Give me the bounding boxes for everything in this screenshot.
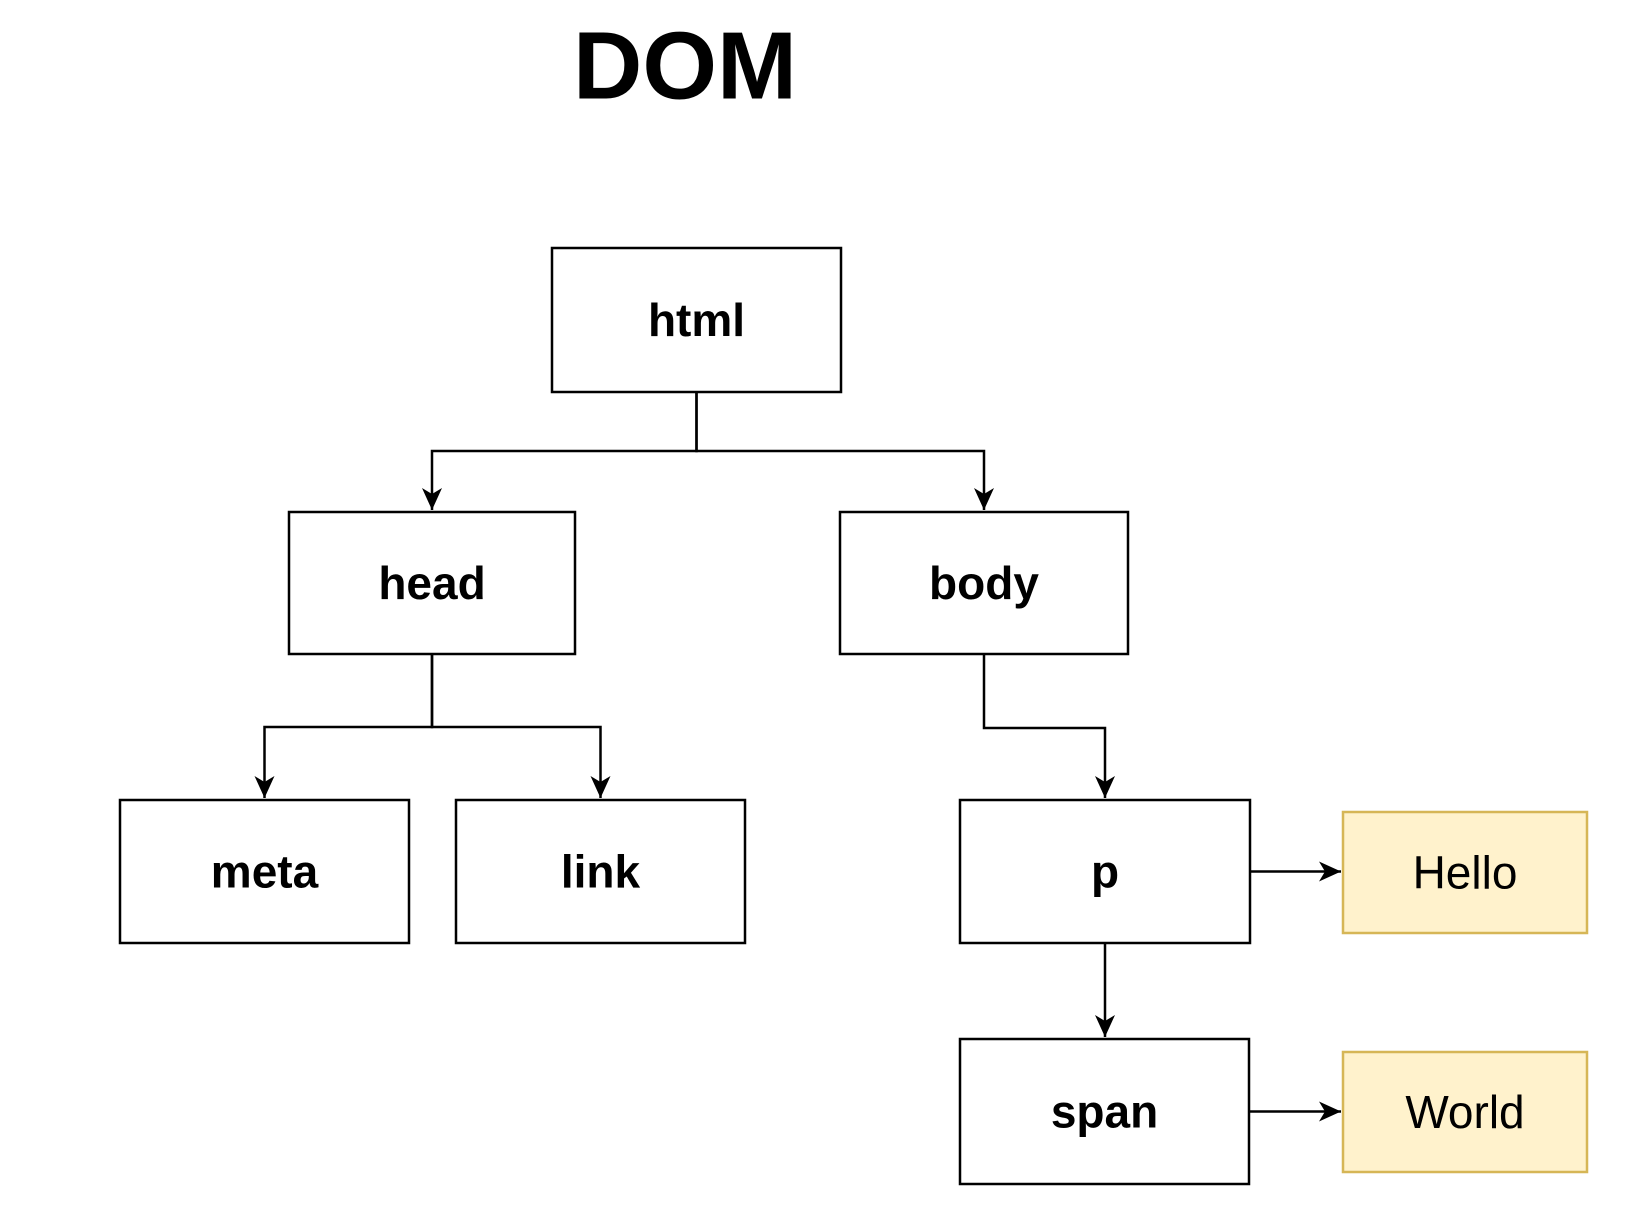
node-body: body <box>838 510 1130 656</box>
node-span-label: span <box>1051 1086 1158 1138</box>
text-node-hello-box <box>1341 810 1589 935</box>
node-link-label: link <box>561 846 641 898</box>
edge-html-head <box>422 392 698 510</box>
node-head-box <box>287 510 577 656</box>
node-body-label: body <box>929 557 1039 609</box>
node-p-box <box>958 798 1252 945</box>
node-html-label: html <box>648 294 745 346</box>
text-node-world-label: World <box>1405 1086 1524 1138</box>
diagram-title: DOM <box>573 13 797 120</box>
node-link: link <box>454 798 747 945</box>
node-body-box <box>838 510 1130 656</box>
node-p-label: p <box>1091 846 1119 898</box>
node-head: head <box>287 510 577 656</box>
node-meta-box <box>118 798 411 945</box>
edge-head-link <box>430 654 611 798</box>
node-meta-label: meta <box>211 846 319 898</box>
node-head-label: head <box>378 557 485 609</box>
node-p: p <box>958 798 1252 945</box>
node-html-box <box>550 246 843 394</box>
text-node-world-box <box>1341 1050 1589 1174</box>
text-node-hello: Hello <box>1341 810 1589 935</box>
node-span: span <box>958 1037 1251 1186</box>
edge-body-p <box>982 654 1115 798</box>
text-node-hello-label: Hello <box>1413 847 1518 899</box>
node-html: html <box>550 246 843 394</box>
node-link-box <box>454 798 747 945</box>
node-span-box <box>958 1037 1251 1186</box>
edge-html-body <box>695 392 994 510</box>
node-meta: meta <box>118 798 411 945</box>
edge-head-meta <box>254 654 434 798</box>
text-node-world: World <box>1341 1050 1589 1174</box>
